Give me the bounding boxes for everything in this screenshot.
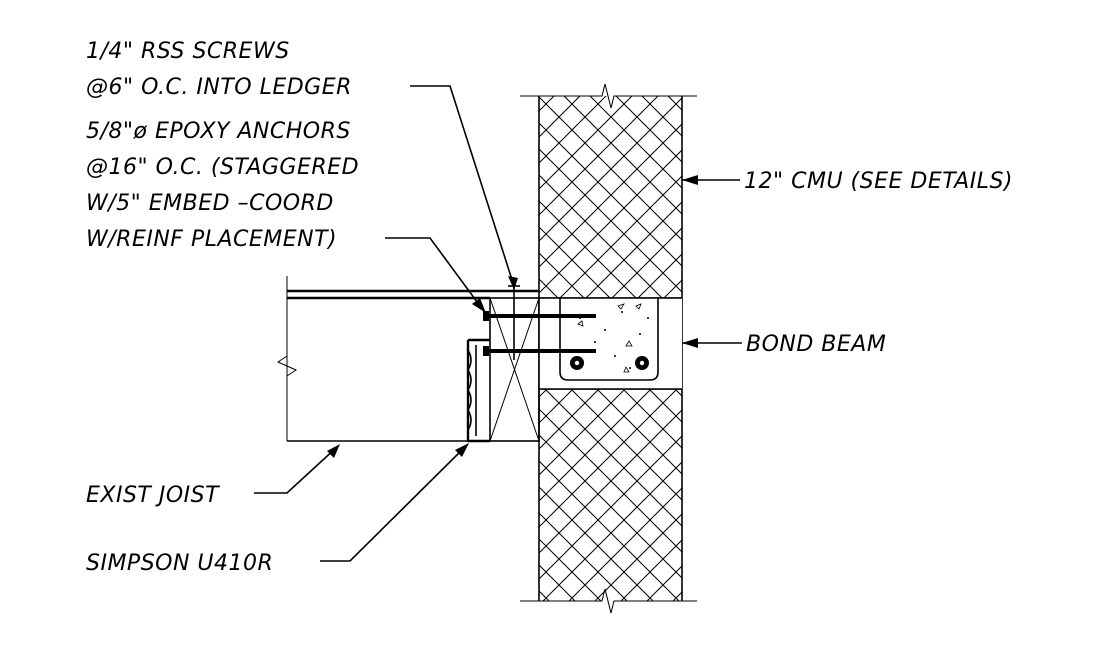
bond-beam-grout — [539, 297, 682, 390]
anchors-label-line1: 5/8"ø EPOXY ANCHORS — [86, 119, 351, 144]
rebar — [570, 356, 649, 370]
epoxy-anchors — [483, 311, 596, 356]
leaders — [254, 85, 742, 562]
anchors-label-line2: @16" O.C. (STAGGERED — [86, 155, 359, 180]
anchors-label-line4: W/REINF PLACEMENT) — [86, 227, 337, 252]
cmu-label: 12" CMU (SEE DETAILS) — [744, 169, 1013, 194]
rss-screw — [508, 284, 520, 360]
screws-label-line1: 1/4" RSS SCREWS — [86, 39, 290, 64]
hanger-label: SIMPSON U410R — [86, 551, 273, 576]
anchors-label-line3: W/5" EMBED –COORD — [86, 191, 334, 216]
annotations: 1/4" RSS SCREWS @6" O.C. INTO LEDGER 5/8… — [86, 39, 1013, 576]
screws-label-line2: @6" O.C. INTO LEDGER — [86, 75, 352, 100]
bond-beam-label: BOND BEAM — [746, 332, 886, 357]
joist-hanger — [466, 338, 490, 443]
existing-joist — [276, 276, 539, 442]
joist-label: EXIST JOIST — [86, 483, 220, 508]
